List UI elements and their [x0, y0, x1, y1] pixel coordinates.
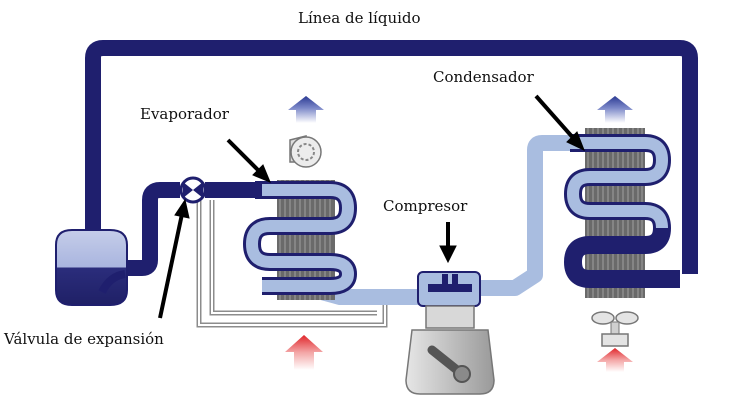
arrow-up-icon: [285, 335, 323, 370]
condenser-label: Condensador: [433, 68, 534, 86]
receiver-tank: [55, 229, 128, 306]
liquid-line: [85, 40, 698, 276]
pointer-arrow-icon: [439, 222, 457, 264]
compressor: [405, 271, 495, 395]
fan-icon: [591, 311, 639, 347]
evaporator-label: Evaporador: [140, 105, 229, 123]
arrow-up-icon: [597, 96, 633, 123]
pointer-arrow-icon: [226, 138, 271, 183]
arrow-up-icon: [597, 348, 633, 372]
blower-icon: [289, 135, 322, 168]
arrow-up-icon: [288, 96, 324, 123]
expansion-valve-label: Válvula de expansión: [4, 330, 164, 348]
expansion-valve-icon: [179, 176, 207, 204]
pointer-arrow-icon: [158, 198, 190, 319]
compressor-label: Compresor: [383, 197, 468, 215]
pointer-arrow-icon: [534, 94, 585, 151]
liquid-line-label: Línea de líquido: [298, 9, 421, 27]
